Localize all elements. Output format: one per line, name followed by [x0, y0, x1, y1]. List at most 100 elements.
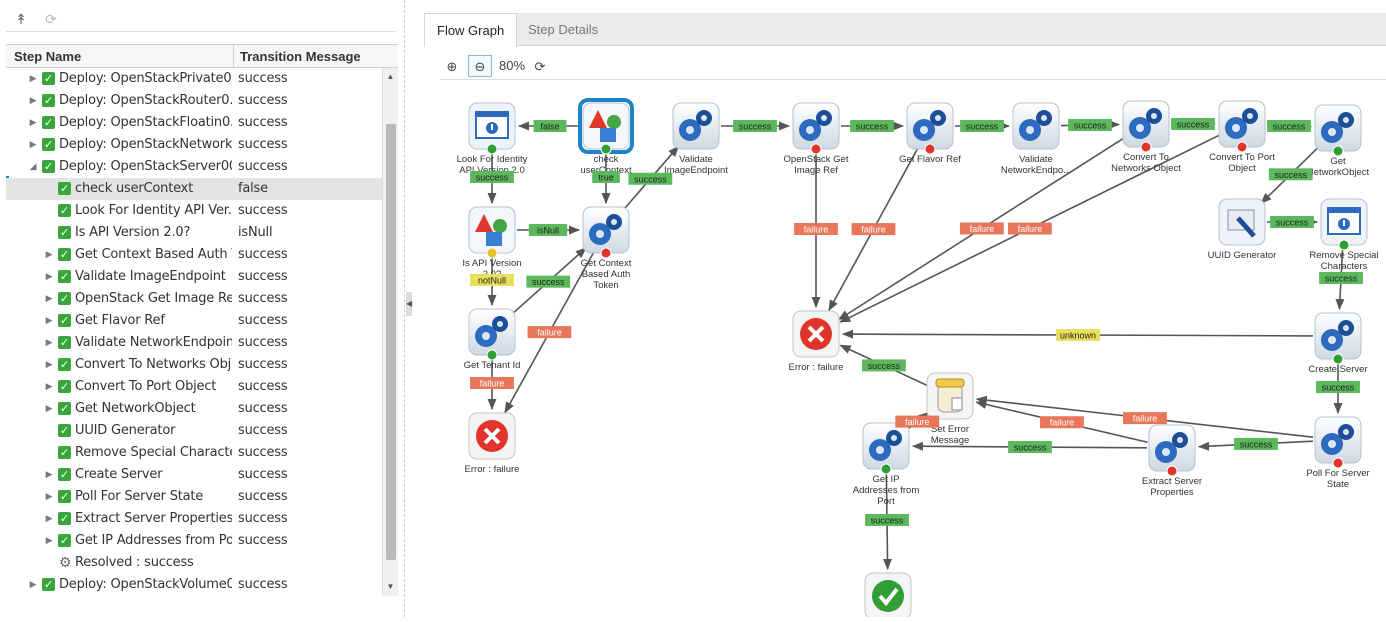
collapse-arrow-icon[interactable]: ▶	[45, 492, 53, 502]
tree-row[interactable]: ▶✓Get Context Based Auth T...success	[6, 244, 382, 266]
collapse-arrow-icon[interactable]: ▶	[45, 404, 53, 414]
step-name: check userContext	[75, 181, 194, 196]
check-icon: ✓	[58, 490, 71, 503]
collapse-arrow-icon[interactable]: ▶	[45, 360, 53, 370]
collapse-arrow-icon[interactable]: ▶	[29, 96, 37, 106]
tree-row[interactable]: ▶✓Deploy: OpenStackRouter0...success	[6, 90, 382, 112]
tree-row[interactable]: ▶✓Get IP Addresses from Po...success	[6, 530, 382, 552]
scroll-thumb[interactable]	[386, 124, 396, 560]
collapse-arrow-icon[interactable]: ▶	[45, 316, 53, 326]
step-name: Validate ImageEndpoint	[75, 269, 226, 284]
edge-label-bg	[1234, 437, 1278, 450]
edge-label: false	[540, 122, 559, 132]
splitter-grip-icon[interactable]: ◀	[406, 292, 412, 316]
collapse-arrow-icon[interactable]: ▶	[29, 580, 37, 590]
refresh-icon[interactable]: ⟳	[45, 11, 57, 27]
column-step-name[interactable]: Step Name	[14, 49, 82, 64]
edge-label-bg	[1007, 222, 1052, 235]
flow-node-uuid[interactable]: UUID Generator	[1208, 198, 1277, 261]
flow-node-validate-net[interactable]: ValidateNetworkEndpo...	[1001, 102, 1071, 176]
column-separator[interactable]	[233, 45, 234, 67]
collapse-arrow-icon[interactable]: ▶	[45, 272, 53, 282]
transition-message: success	[238, 137, 288, 152]
tree-row[interactable]: ✓Is API Version 2.0?isNull	[6, 222, 382, 244]
transition-message: success	[238, 533, 288, 548]
edge-label: success	[1273, 121, 1306, 131]
expand-arrow-icon[interactable]: ◢	[29, 162, 37, 172]
edge-label-bg	[527, 326, 572, 339]
tree-row[interactable]: ◢✓Deploy: OpenStackServer00...success	[6, 156, 382, 178]
collapse-arrow-icon[interactable]: ▶	[29, 140, 37, 150]
tab-flow-graph[interactable]: Flow Graph	[424, 13, 518, 47]
collapse-arrow-icon[interactable]: ▶	[29, 118, 37, 128]
tree-row[interactable]: ✓Look For Identity API Ver...success	[6, 200, 382, 222]
collapse-arrow-icon[interactable]: ▶	[45, 382, 53, 392]
collapse-arrow-icon[interactable]: ▶	[45, 338, 53, 348]
check-icon: ✓	[58, 424, 71, 437]
reset-zoom-icon[interactable]: ⟳	[534, 59, 546, 74]
collapse-arrow-icon[interactable]: ▶	[45, 514, 53, 524]
zoom-in-icon[interactable]: ⊕	[446, 59, 458, 74]
status-badge	[600, 143, 612, 155]
flow-node-tenant[interactable]: Get Tenant Id	[464, 308, 521, 371]
flow-node-flavor[interactable]: Get Flavor Ref	[899, 102, 961, 165]
scroll-up-icon[interactable]: ▲	[386, 72, 395, 81]
collapse-arrow-icon[interactable]: ▶	[45, 294, 53, 304]
scroll-down-icon[interactable]: ▼	[386, 582, 395, 591]
tree-row[interactable]: ▶✓Deploy: OpenStackNetwork...success	[6, 134, 382, 156]
tree-row[interactable]: ✓Remove Special Characte...success	[6, 442, 382, 464]
collapse-arrow-icon[interactable]: ▶	[45, 470, 53, 480]
tree-row[interactable]: ▶✓Deploy: OpenStackPrivate0...success	[6, 68, 382, 90]
collapse-arrow-icon[interactable]: ▶	[45, 536, 53, 546]
column-transition-message[interactable]: Transition Message	[240, 49, 361, 64]
tree-scrollbar[interactable]: ▲ ▼	[382, 68, 398, 596]
flow-node-err2[interactable]: Error : failure	[789, 310, 844, 373]
check-icon: ✓	[58, 314, 71, 327]
flow-node-err1[interactable]: Error : failure	[465, 412, 520, 475]
flow-node-create[interactable]: Create Server	[1308, 312, 1368, 375]
collapse-arrow-icon[interactable]: ▶	[45, 250, 53, 260]
node-label: Convert To Port	[1209, 152, 1275, 163]
tree-row[interactable]: ▶✓Convert To Networks Obj...success	[6, 354, 382, 376]
collapse-all-icon[interactable]: ↟	[15, 11, 27, 27]
flow-node-resolved[interactable]	[864, 572, 912, 620]
edge-label: success	[1276, 218, 1309, 228]
step-name: Get NetworkObject	[75, 401, 196, 416]
tree-row[interactable]: ⚙Resolved : success	[6, 552, 382, 574]
tab-step-details[interactable]: Step Details	[528, 22, 599, 37]
edge-label-bg	[851, 223, 896, 236]
collapse-arrow-icon[interactable]: ▶	[29, 74, 37, 84]
tree-row[interactable]: ▶✓Deploy: OpenStackVolume0...success	[6, 574, 382, 596]
step-name: Deploy: OpenStackNetwork...	[59, 137, 232, 152]
zoom-out-icon[interactable]: ⊖	[468, 55, 492, 77]
edge-label-bg	[1123, 412, 1167, 425]
tree-row[interactable]: ▶✓Deploy: OpenStackFloatin0...success	[6, 112, 382, 134]
panel-splitter[interactable]	[404, 0, 412, 617]
